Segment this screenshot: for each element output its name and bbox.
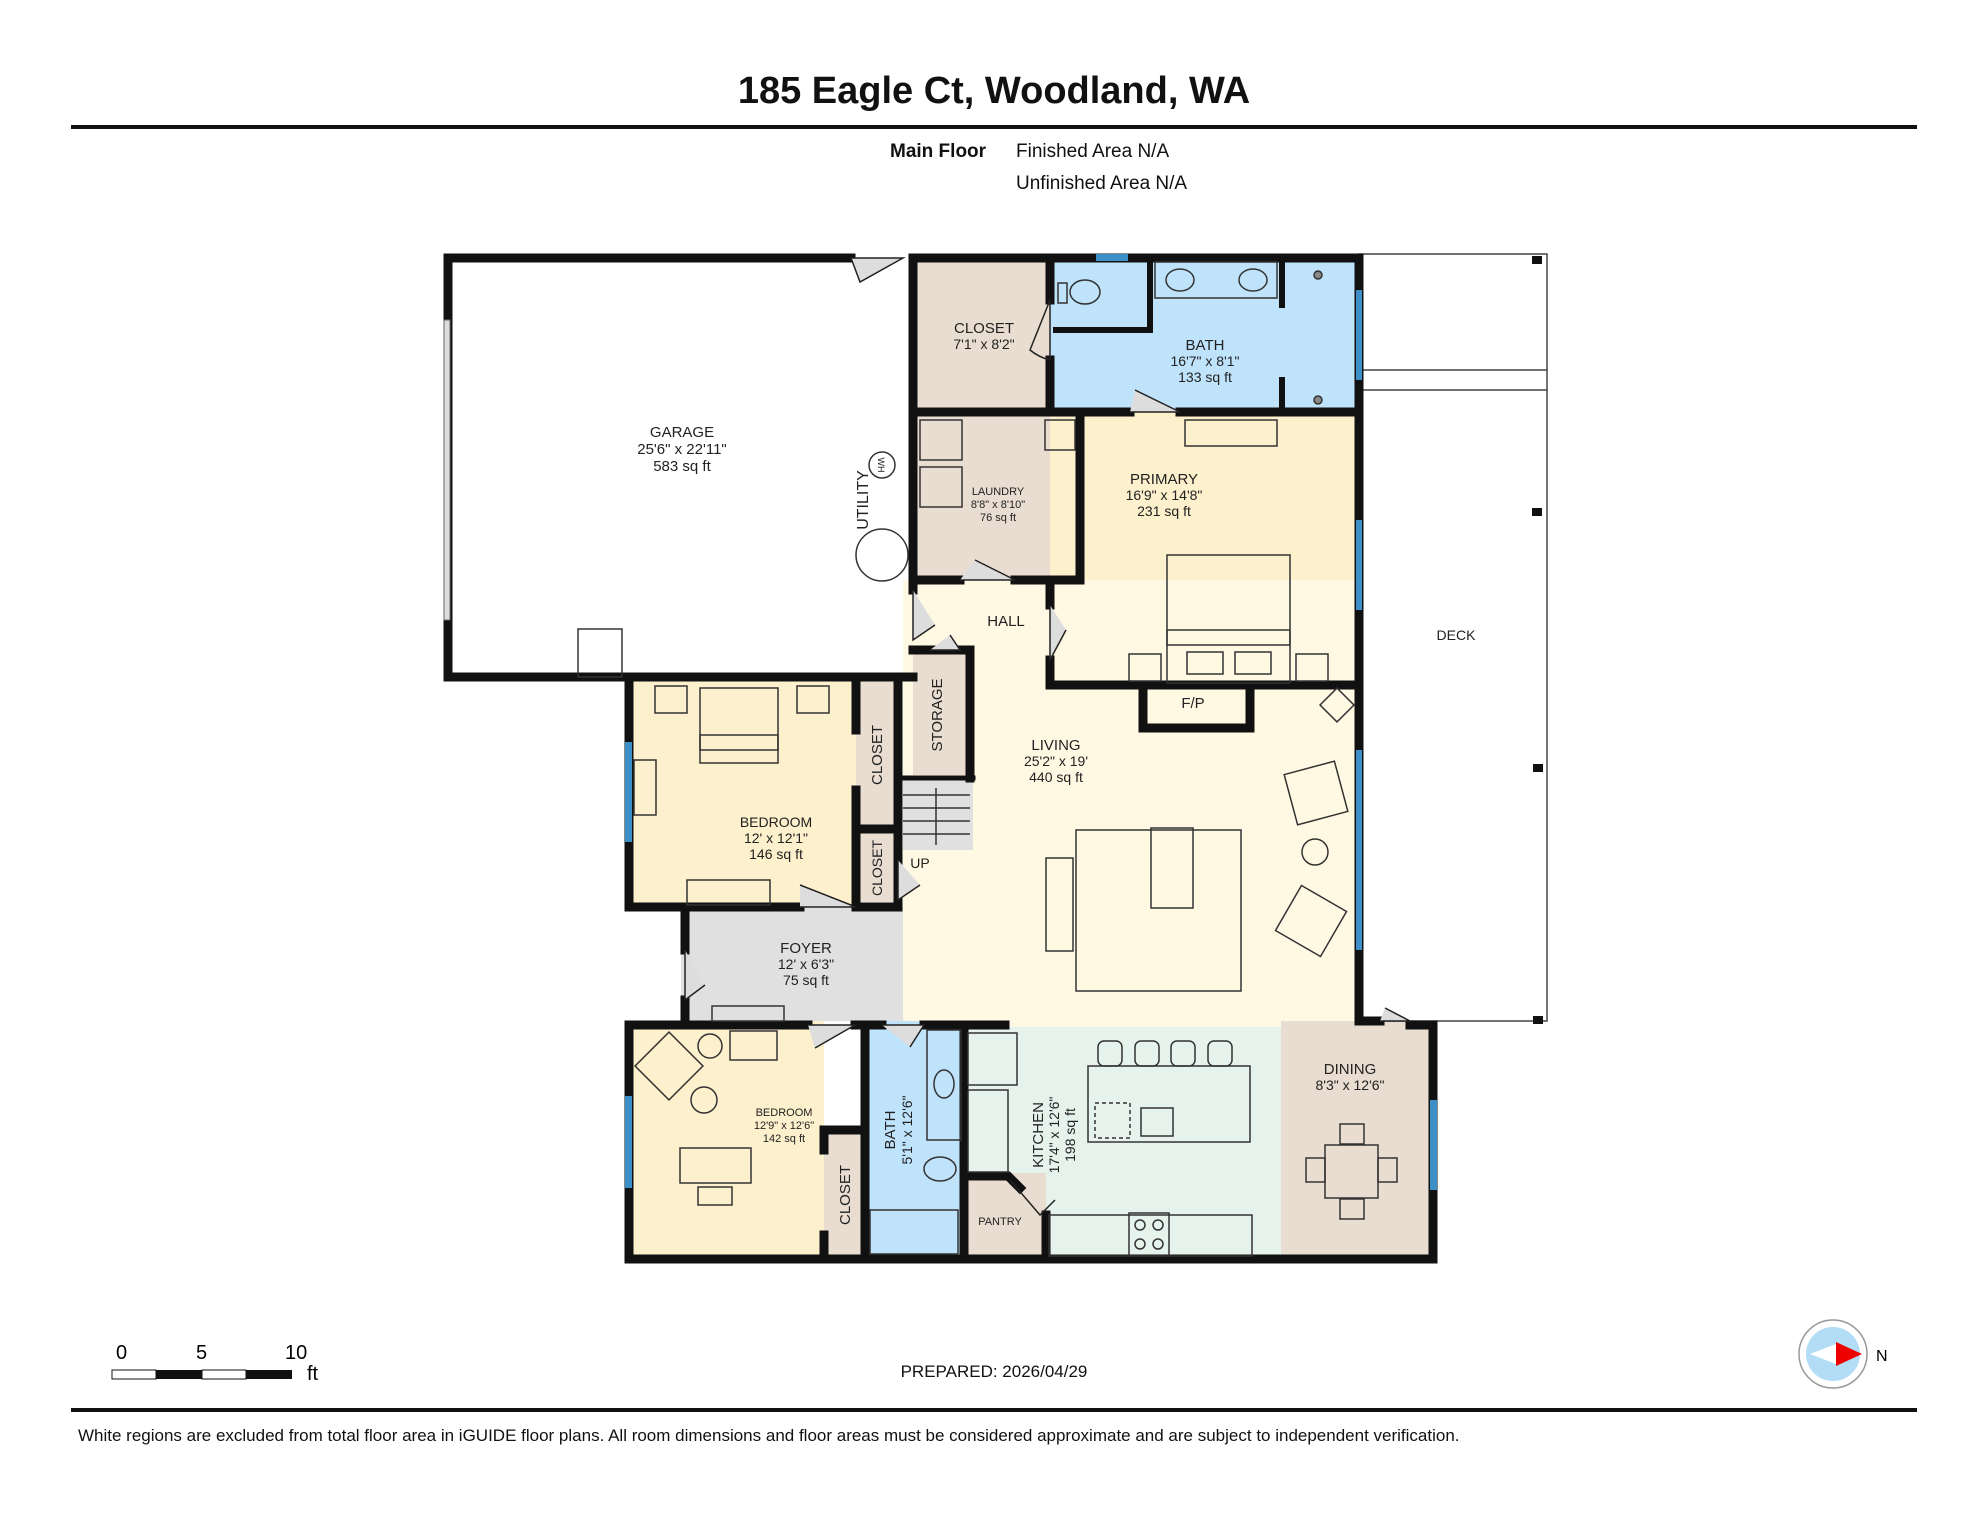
dims-closet-primary: 7'1" x 8'2" — [953, 336, 1014, 352]
dims-laundry: 8'8" x 8'10" — [971, 499, 1025, 511]
label-storage: STORAGE — [929, 678, 946, 751]
room-storage — [913, 650, 970, 775]
area-kitchen: 198 sq ft — [1062, 1108, 1078, 1162]
water-heater-icon — [868, 451, 896, 479]
label-closet-2: CLOSET — [869, 840, 885, 896]
label-deck: DECK — [1437, 627, 1477, 643]
area-bath-primary: 133 sq ft — [1178, 369, 1232, 385]
label-closet-1: CLOSET — [869, 725, 886, 785]
label-laundry: LAUNDRY — [972, 486, 1025, 498]
fixtures — [577, 261, 1398, 1257]
label-living: LIVING — [1031, 737, 1080, 754]
label-up: UP — [910, 855, 929, 871]
area-living: 440 sq ft — [1029, 769, 1083, 785]
area-bedroom-1: 146 sq ft — [749, 846, 803, 862]
scale-unit: ft — [307, 1363, 319, 1385]
label-closet-3: CLOSET — [837, 1165, 854, 1225]
dims-garage: 25'6" x 22'11" — [637, 441, 727, 458]
room-bedroom-1 — [625, 681, 856, 907]
unfinished-area: Unfinished Area N/A — [1016, 173, 1188, 194]
label-closet-primary: CLOSET — [954, 320, 1014, 337]
dims-living: 25'2" x 19' — [1024, 753, 1088, 769]
page-title: 185 Eagle Ct, Woodland, WA — [737, 70, 1251, 112]
label-hall: HALL — [987, 613, 1025, 630]
dims-bath-2: 5'1" x 12'6" — [899, 1095, 915, 1164]
scale-tick-10: 10 — [285, 1342, 307, 1364]
header-divider — [71, 125, 1917, 129]
compass-icon: N — [1798, 1319, 1888, 1389]
label-garage: GARAGE — [650, 424, 714, 441]
label-pantry: PANTRY — [978, 1216, 1022, 1228]
room-closet-2 — [856, 832, 898, 902]
room-closet-primary — [913, 254, 1050, 412]
scale-bar: 0 5 10 ft — [111, 1342, 319, 1385]
walls — [443, 253, 1438, 1264]
label-kitchen: KITCHEN — [1030, 1102, 1047, 1168]
label-wh: WH — [876, 458, 886, 473]
dims-kitchen: 17'4" x 12'6" — [1046, 1097, 1062, 1174]
room-bedroom-2 — [625, 1021, 824, 1259]
doors[interactable] — [684, 257, 1411, 1217]
label-bedroom-1: BEDROOM — [740, 814, 812, 830]
prepared-date: PREPARED: 2026/04/29 — [900, 1362, 1088, 1381]
scale-tick-5: 5 — [196, 1342, 207, 1364]
dims-bath-primary: 16'7" x 8'1" — [1171, 353, 1240, 369]
area-laundry: 76 sq ft — [980, 512, 1016, 524]
dims-bedroom-1: 12' x 12'1" — [744, 830, 808, 846]
dims-primary: 16'9" x 14'8" — [1126, 487, 1203, 503]
label-bath-2: BATH — [882, 1111, 899, 1150]
stairs — [903, 780, 973, 850]
furnace-icon — [855, 528, 909, 582]
footer-divider — [71, 1408, 1917, 1412]
dims-foyer: 12' x 6'3" — [778, 956, 834, 972]
scale-tick-0: 0 — [116, 1342, 127, 1364]
compass-north-label: N — [1876, 1348, 1888, 1365]
room-garage — [444, 254, 913, 681]
label-fp: F/P — [1181, 695, 1204, 712]
room-dining — [1281, 1021, 1433, 1259]
disclaimer: White regions are excluded from total fl… — [78, 1426, 1460, 1445]
room-pantry — [964, 1173, 1046, 1259]
label-utility: UTILITY — [855, 470, 872, 530]
garage-door — [443, 319, 451, 621]
area-garage: 583 sq ft — [653, 458, 711, 475]
label-bath-primary: BATH — [1186, 337, 1225, 354]
area-foyer: 75 sq ft — [783, 972, 829, 988]
floor-label: Main Floor — [890, 141, 987, 162]
label-dining: DINING — [1324, 1061, 1377, 1078]
windows — [625, 254, 1437, 1190]
label-bedroom-2: BEDROOM — [756, 1107, 813, 1119]
finished-area: Finished Area N/A — [1016, 141, 1170, 162]
room-foyer — [681, 907, 903, 1021]
label-primary: PRIMARY — [1130, 471, 1198, 488]
room-closet-3 — [824, 1130, 865, 1259]
dims-dining: 8'3" x 12'6" — [1316, 1077, 1385, 1093]
room-closet-1 — [856, 681, 898, 826]
area-bedroom-2: 142 sq ft — [763, 1133, 805, 1145]
room-labels: GARAGE 25'6" x 22'11" 583 sq ft UTILITY … — [637, 320, 1476, 1228]
area-primary: 231 sq ft — [1137, 503, 1191, 519]
deck — [1358, 253, 1548, 1024]
dims-bedroom-2: 12'9" x 12'6" — [754, 1120, 814, 1132]
label-foyer: FOYER — [780, 940, 832, 957]
